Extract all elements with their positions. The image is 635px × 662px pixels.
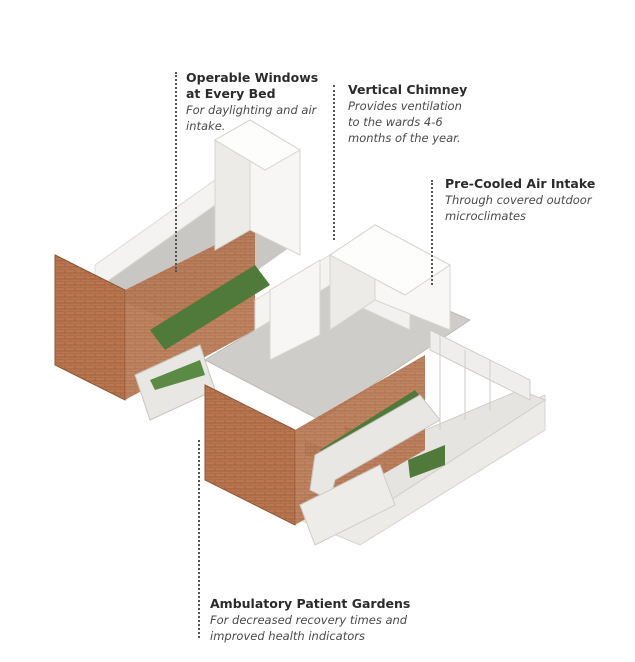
- callout-description: to the wards 4-6: [348, 115, 443, 129]
- left-tower: [214, 119, 301, 256]
- left-garden-lower: [150, 360, 205, 390]
- callout-title: Pre-Cooled Air Intake: [445, 176, 596, 191]
- callout-vertical-chimney: Vertical Chimney Provides ventilation to…: [348, 82, 498, 146]
- front-brick-end-wall: [204, 384, 296, 526]
- leader-line-intake: [431, 180, 433, 285]
- leader-line-windows: [175, 72, 177, 272]
- right-tower: [329, 224, 451, 331]
- side-planter: [408, 445, 445, 478]
- callout-description: For decreased recovery times and: [210, 613, 408, 627]
- front-block: [204, 355, 445, 546]
- right-canopy: [429, 329, 531, 430]
- callout-title: Operable Windows: [186, 70, 319, 85]
- left-wing: [54, 179, 300, 421]
- callout-description: microclimates: [445, 209, 527, 223]
- leader-line-gardens: [198, 440, 200, 638]
- callout-ambulatory-patient-gardens: Ambulatory Patient Gardens For decreased…: [210, 596, 470, 644]
- callout-description: Through covered outdoor: [445, 193, 592, 207]
- callout-title: Vertical Chimney: [348, 82, 468, 97]
- callout-description: Provides ventilation: [348, 99, 462, 113]
- callout-operable-windows: Operable Windows at Every Bed For daylig…: [186, 70, 336, 134]
- callout-description: improved health indicators: [210, 629, 365, 643]
- ward-partition: [269, 259, 321, 361]
- callout-description: months of the year.: [348, 131, 461, 145]
- front-balcony: [309, 394, 441, 501]
- callout-title: Ambulatory Patient Gardens: [210, 596, 411, 611]
- left-garden-bed: [150, 265, 270, 350]
- callout-description: intake.: [186, 119, 226, 133]
- leader-line-chimney: [333, 85, 335, 240]
- callout-pre-cooled-air-intake: Pre-Cooled Air Intake Through covered ou…: [445, 176, 620, 224]
- callout-description: For daylighting and air: [186, 103, 317, 117]
- callout-title: at Every Bed: [186, 86, 276, 101]
- front-lower-balcony: [299, 464, 396, 546]
